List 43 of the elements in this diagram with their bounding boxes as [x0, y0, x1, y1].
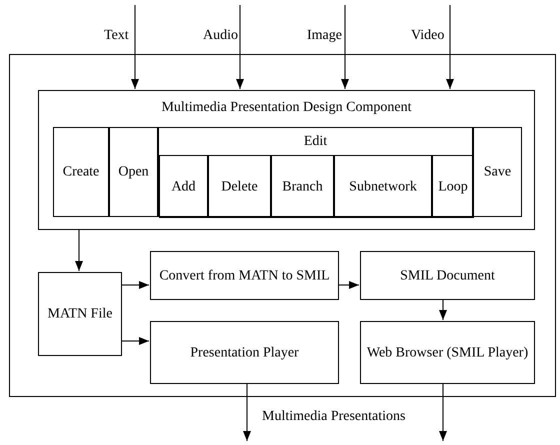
node-text: Web Browser (SMIL Player) — [366, 344, 530, 361]
process-box — [53, 127, 109, 217]
process-box — [150, 251, 339, 300]
arrow — [243, 382, 251, 442]
node-text: Open — [117, 164, 150, 180]
arrow — [236, 4, 244, 90]
node-text: Convert from MATN to SMIL — [158, 267, 331, 284]
arrow — [75, 228, 83, 272]
node-text: Edit — [302, 133, 328, 150]
arrow — [338, 281, 360, 289]
node-text: Presentation Player — [189, 344, 300, 361]
arrow — [439, 298, 447, 320]
arrow — [120, 337, 150, 345]
process-box — [334, 155, 432, 218]
node-text: Branch — [281, 178, 324, 195]
process-box — [38, 272, 122, 356]
node-text: Multimedia Presentation Design Component — [160, 99, 413, 116]
arrow — [120, 281, 150, 289]
node-text: Loop — [437, 178, 469, 195]
arrow — [439, 382, 447, 442]
node-text: Create — [62, 164, 100, 180]
system-box — [9, 54, 556, 397]
process-box — [432, 155, 474, 218]
process-box — [271, 155, 334, 218]
node-text: MATN File — [46, 306, 114, 322]
arrow — [446, 4, 454, 90]
arrow — [131, 4, 139, 90]
node-text: Subnetwork — [348, 178, 418, 195]
process-box — [159, 155, 208, 218]
process-box — [208, 155, 271, 218]
process-box — [473, 127, 522, 217]
node-text: Add — [170, 178, 197, 195]
process-box — [360, 321, 535, 384]
arrow — [341, 4, 349, 90]
group-box — [158, 127, 473, 217]
node-text: Save — [482, 164, 512, 180]
component-box — [38, 90, 535, 230]
process-box — [150, 321, 339, 384]
process-box — [109, 127, 158, 217]
edge-label: Image — [307, 28, 342, 44]
node-text: SMIL Document — [399, 267, 496, 284]
process-box — [360, 251, 535, 300]
node-text: Delete — [220, 178, 259, 195]
